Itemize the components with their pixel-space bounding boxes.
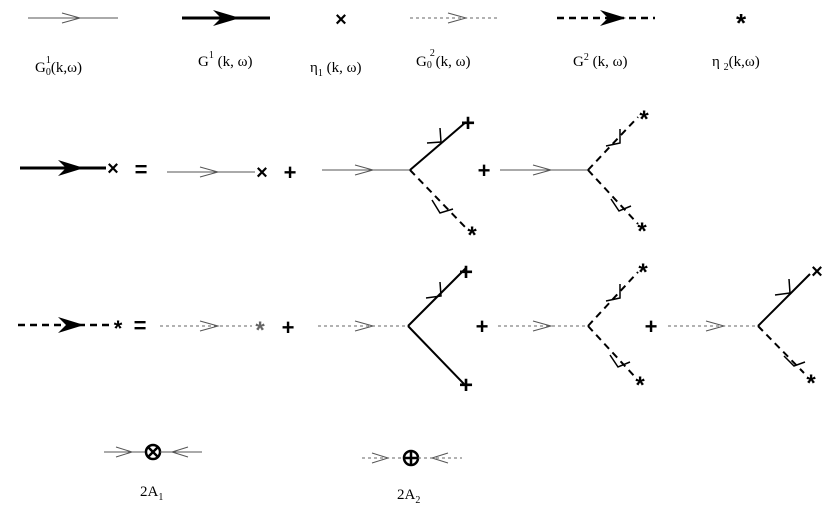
arrow-icon (610, 198, 632, 212)
vertex-2a1: 2A1 (104, 443, 202, 503)
arrow-icon (371, 452, 390, 464)
branch-full-1 (409, 121, 467, 171)
plus-sign: + (478, 158, 491, 183)
arrow-icon (430, 452, 449, 464)
arrow-icon (532, 320, 553, 332)
plus-source-icon: + (459, 372, 473, 399)
branch-full-1 (407, 325, 465, 385)
legend-eta-1: × η1 (k, ω) (310, 9, 361, 79)
arrow-icon (605, 129, 621, 147)
cross-source-icon: × (256, 162, 268, 184)
arrow-icon (426, 127, 442, 144)
star-source-icon: * (467, 222, 477, 249)
branch-full-2 (587, 169, 639, 225)
arrow-icon (213, 10, 240, 26)
star-source-icon: * (736, 8, 747, 38)
vertex-2a2-label: 2A2 (397, 487, 420, 506)
cross-source-icon: × (335, 9, 347, 31)
arrow-icon (609, 354, 631, 368)
plus-sign: + (645, 314, 658, 339)
equals-sign: = (135, 157, 148, 182)
arrow-icon (199, 166, 220, 178)
equation-row-2: * = * + + + + * * + × * (18, 259, 823, 399)
legend-g-2: G2 (k, ω) (557, 10, 655, 70)
arrow-icon (170, 446, 189, 458)
vertex-2a1-label: 2A1 (140, 484, 163, 503)
equation-row-1: × = × + + * + * * (20, 106, 649, 249)
cross-source-icon: × (107, 158, 119, 180)
branch-full-2 (587, 325, 637, 379)
legend-g-1: G1 (k, ω) (182, 10, 270, 70)
star-source-icon: * (806, 370, 816, 397)
star-source-icon: * (638, 259, 648, 286)
cross-source-icon: × (811, 261, 823, 283)
star-source-icon: * (637, 218, 647, 245)
star-source-icon: * (639, 106, 649, 133)
legend-eta-1-label: η1 (k, ω) (310, 60, 361, 79)
arrow-icon (605, 284, 621, 302)
arrow-icon (783, 355, 806, 367)
branch-full-2 (757, 325, 805, 374)
arrow-icon (61, 12, 82, 24)
branch-full-2 (587, 116, 639, 171)
legend-g-1-label: G1 (k, ω) (198, 50, 252, 70)
plus-source-icon: + (459, 259, 473, 286)
arrow-icon (532, 164, 553, 176)
plus-source-icon: + (461, 110, 475, 137)
legend-g-2-label: G2 (k, ω) (573, 52, 627, 70)
legend-eta-2: * η 2(k,ω) (712, 8, 760, 73)
vertex-2a2: 2A2 (362, 449, 462, 506)
arrow-icon (58, 160, 84, 176)
branch-full-1 (757, 273, 811, 327)
legend-eta-2-label: η 2(k,ω) (712, 54, 760, 73)
plus-sign: + (476, 314, 489, 339)
arrow-icon (431, 199, 454, 214)
arrow-icon (199, 320, 220, 332)
arrow-icon (447, 12, 468, 24)
arrow-icon (705, 320, 726, 332)
equals-sign: = (134, 313, 147, 338)
arrow-icon (58, 317, 84, 333)
plus-sign: + (282, 315, 295, 340)
plus-sign: + (284, 160, 297, 185)
star-source-icon: * (635, 372, 645, 399)
arrow-icon (354, 320, 375, 332)
arrow-icon (425, 281, 442, 299)
branch-full-2 (409, 169, 467, 229)
star-source-icon: * (255, 317, 265, 344)
arrow-icon (354, 164, 375, 176)
arrow-icon (115, 446, 134, 458)
star-source-icon: * (114, 316, 123, 341)
arrow-icon (774, 278, 791, 296)
arrow-icon (600, 10, 626, 26)
